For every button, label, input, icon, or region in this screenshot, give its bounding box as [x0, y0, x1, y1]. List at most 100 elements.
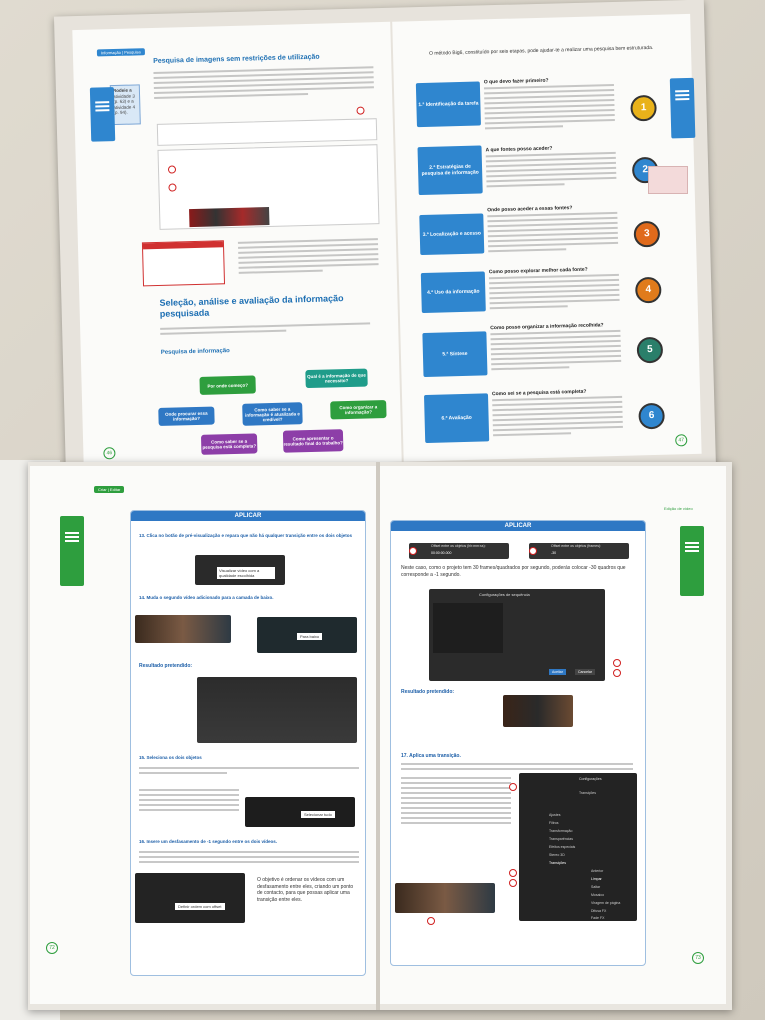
- cancel-button[interactable]: Cancelar: [575, 669, 596, 675]
- flow-chip: Como saber se a pesquisa está completa?: [200, 433, 258, 455]
- body-text: [401, 777, 511, 827]
- image-strip: [189, 207, 270, 228]
- step-box: 6.ª Avaliação: [423, 393, 490, 444]
- menu-item[interactable]: Transições: [579, 791, 596, 795]
- flow-chip: Como saber se a informação é atualizada …: [242, 402, 303, 426]
- callout-marker: [409, 547, 417, 555]
- page-72: Criar | Editar APLICAR 13. Clica no botã…: [30, 466, 376, 1004]
- menu-item[interactable]: Filtros: [549, 821, 559, 825]
- sidebar-line: (p. 94).: [113, 109, 128, 116]
- menu-item[interactable]: Anterior: [591, 869, 604, 873]
- select-all-screenshot: Selecionar tudo: [245, 797, 355, 827]
- menu-item[interactable]: Difusa FX: [591, 909, 607, 913]
- question-text: [490, 329, 622, 373]
- page-number: 73: [692, 952, 704, 964]
- step-text: 15. Seleciona os dois objetos: [139, 755, 202, 760]
- page-73: Edição de vídeo APLICAR Offset entre os …: [380, 466, 726, 1004]
- step-box: 5.ª Síntese: [422, 331, 488, 378]
- body-text: [139, 851, 359, 866]
- menu-title: Configurações: [579, 777, 602, 781]
- flow-chip: Como apresentar o resultado final do tra…: [282, 429, 344, 453]
- step-icon: 6: [638, 402, 665, 430]
- section-title: Seleção, análise e avaliação da informaç…: [159, 293, 344, 319]
- google-screenshot: [156, 118, 378, 146]
- menu-item[interactable]: Saltar: [591, 885, 601, 889]
- callout-marker: [613, 659, 621, 667]
- menu-item[interactable]: Mosaico: [591, 893, 605, 897]
- result-label: Resultado pretendido:: [401, 689, 455, 695]
- menu-item[interactable]: Stereo 3D: [549, 853, 565, 857]
- body-text: [153, 66, 374, 102]
- offset-screenshot: Definir ordem com offset: [135, 873, 245, 923]
- question: O que devo fazer primeiro?: [483, 77, 549, 86]
- question-text: [483, 83, 615, 132]
- note-text: O objetivo é ordenar os vídeos com um de…: [257, 877, 354, 903]
- flow-chip: Como organizar a informação?: [330, 400, 387, 420]
- callout-marker: [427, 917, 435, 925]
- menu-item[interactable]: Fade FX: [591, 916, 605, 920]
- body-text: [139, 789, 239, 814]
- menu-item[interactable]: Ajustes: [549, 813, 561, 817]
- question: A que fontes posso aceder?: [485, 145, 553, 154]
- menu-item[interactable]: Limpar: [591, 877, 602, 881]
- body-text: [237, 238, 379, 277]
- offset-field: Offset entre os objetos (hh:mm:ss): 00:0…: [409, 543, 509, 559]
- tooltip: Definir ordem com offset: [175, 903, 225, 910]
- bookmark-tab: [60, 516, 84, 586]
- field-value: 00:00:00.000: [431, 551, 452, 555]
- step-icon: 3: [633, 220, 661, 248]
- callout-marker: [613, 669, 621, 677]
- question: Como posso explorar melhor cada fonte?: [488, 266, 588, 276]
- dialog-list: [433, 603, 503, 653]
- menu-screenshot: Para baixo: [257, 617, 357, 653]
- menu-item[interactable]: Transformação: [549, 829, 573, 833]
- header-tag: Criar | Editar: [94, 486, 125, 493]
- result-label: Resultado pretendido:: [139, 663, 193, 669]
- bookmark-tab: [89, 87, 116, 142]
- body-text: [139, 767, 359, 777]
- step-icon: 4: [634, 276, 662, 304]
- menu-item[interactable]: Transparências: [549, 837, 573, 841]
- timeline-screenshot: [135, 615, 231, 643]
- question-text: [488, 273, 620, 312]
- menu-item[interactable]: Viragem de página: [591, 901, 621, 905]
- question-text: [487, 211, 619, 255]
- dialog-title: Configurações de sequência: [479, 592, 530, 597]
- aplicar-banner: APLICAR: [131, 511, 365, 521]
- intro-text: O método Big6, constituído por seis etap…: [428, 44, 654, 57]
- toolbar-screenshot: Visualizar vídeo com a qualidade escolhi…: [195, 555, 285, 585]
- top-book: Informação | Pesquisa Pesquisa de imagen…: [53, 0, 717, 487]
- page-number: 46: [103, 447, 116, 460]
- ok-button[interactable]: Aceitar: [549, 669, 566, 675]
- callout-marker: [356, 106, 365, 115]
- aplicar-banner: APLICAR: [391, 521, 645, 531]
- subsection-title: Pesquisa de informação: [160, 348, 230, 356]
- tooltip: Para baixo: [297, 633, 323, 640]
- bookmark-tab: [669, 77, 696, 139]
- flow-chip: Por onde começo?: [199, 375, 256, 395]
- page-number: 72: [46, 942, 58, 954]
- step-text: 14. Muda o segundo vídeo adicionado para…: [139, 595, 274, 600]
- question-text: [485, 151, 617, 190]
- body-text: [401, 763, 633, 773]
- page-number: 47: [675, 434, 688, 447]
- step-box: 4.ª Uso da informação: [420, 271, 486, 314]
- bottom-book: Criar | Editar APLICAR 13. Clica no botã…: [28, 462, 732, 1010]
- bookmark-tab: [680, 526, 704, 596]
- header-tag: Edição de vídeo: [664, 506, 693, 511]
- callout-marker: [509, 869, 517, 877]
- timeline-thumbnail: [395, 883, 495, 913]
- step-text: 13. Clica no botão de pré-visualização e…: [139, 533, 353, 538]
- menu-item[interactable]: Transições: [549, 861, 566, 865]
- book-spine: [376, 462, 380, 1010]
- tooltip: Selecionar tudo: [301, 811, 335, 818]
- warning-box: [141, 240, 226, 287]
- transition-menu: Configurações Transições Ajustes Filtros…: [519, 773, 637, 921]
- flow-chip: Qual é a informação de que necessito?: [305, 368, 368, 389]
- menu-item[interactable]: Efeitos especiais: [549, 845, 576, 849]
- question: Como sei se a pesquisa está completa?: [491, 388, 587, 398]
- step-box: 1.ª Identificação da tarefa: [415, 81, 481, 128]
- window-frame: APLICAR Offset entre os objetos (hh:mm:s…: [390, 520, 646, 966]
- step-icon: 5: [636, 336, 664, 364]
- body-text: Neste caso, como o projeto tem 30 frames…: [401, 565, 626, 578]
